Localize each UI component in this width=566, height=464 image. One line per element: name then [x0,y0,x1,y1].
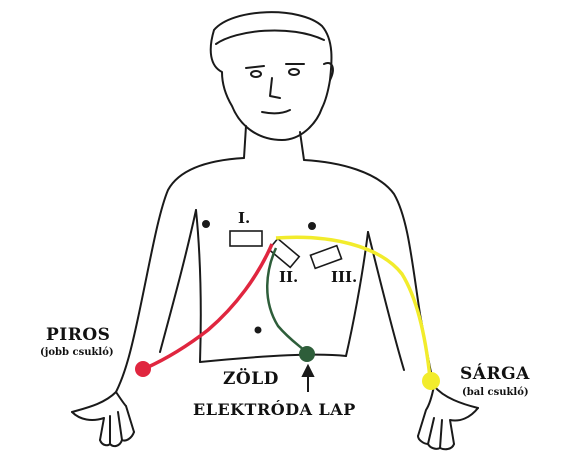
lead-ii-label: II. [279,270,298,285]
yellow-electrode-label: SÁRGA [460,366,530,383]
electrode-pad-label: ELEKTRÓDA LAP [193,402,356,418]
red-lead-wire [146,244,272,368]
electrode-pad-i [230,231,262,246]
arrow-up-icon [303,366,313,392]
lead-iii-label: III. [331,270,357,285]
electrode-pad-iii [310,246,341,269]
right-arm-outline [72,158,244,412]
lead-i-label: I. [238,211,250,226]
red-electrode-clip [135,361,151,377]
red-electrode-note: (jobb csukló) [40,348,114,358]
yellow-electrode-note: (bal csukló) [462,388,529,398]
red-electrode-label: PIROS [46,327,110,344]
green-electrode-label: ZÖLD [223,371,279,388]
right-hand-outline [72,392,134,444]
yellow-electrode-clip [422,372,440,390]
green-electrode-clip [299,346,315,362]
neck-outline [244,126,246,158]
yellow-lead-wire [276,237,430,378]
